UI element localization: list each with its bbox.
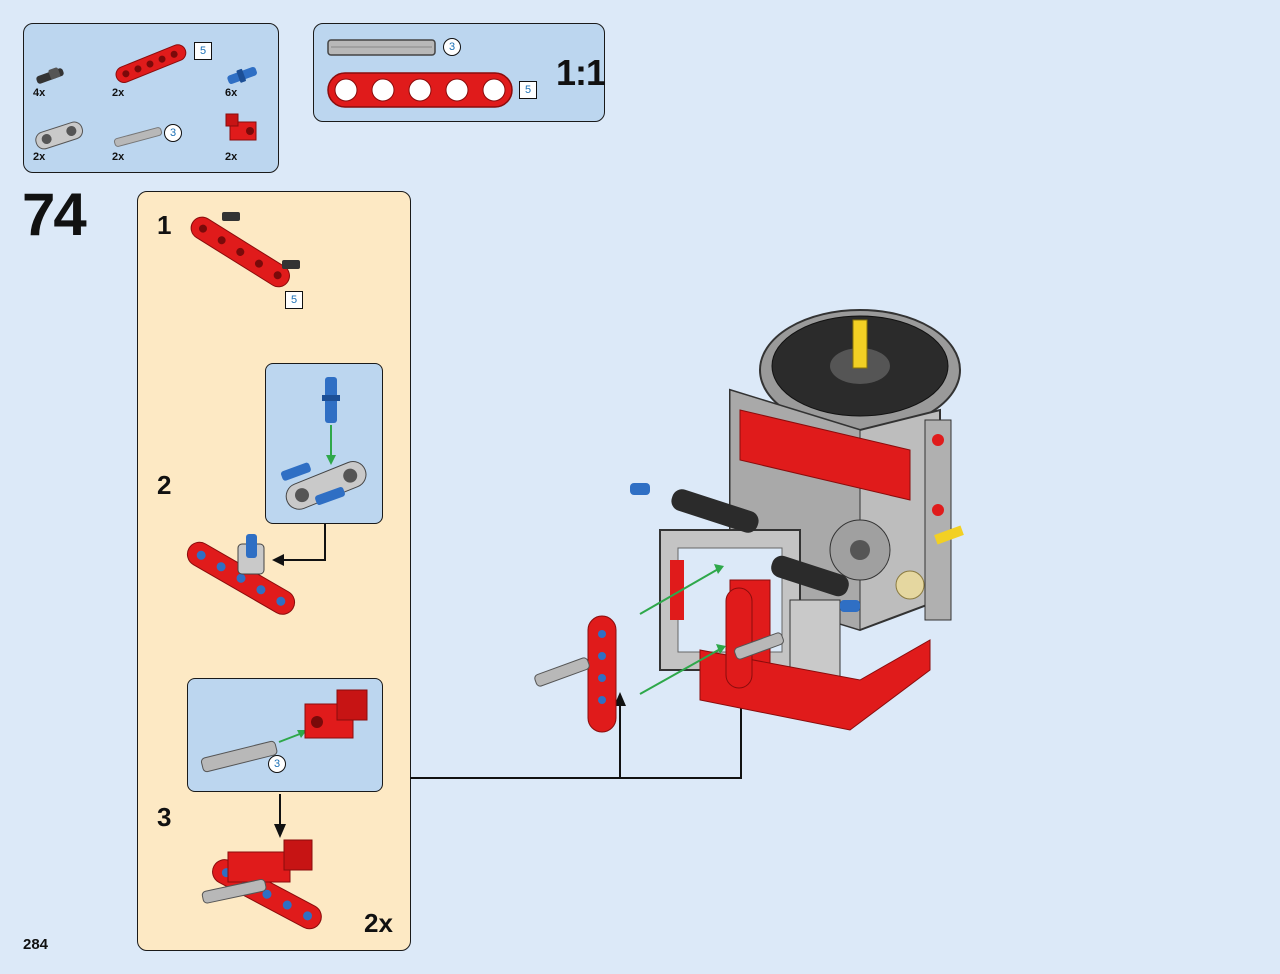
part-qty: 2x — [33, 151, 46, 163]
substep-2-callout-illustration — [280, 377, 367, 510]
substep-1-beam-illustration — [190, 212, 300, 288]
substep-3-assembly-illustration — [201, 839, 322, 930]
multiplier-label: 2x — [364, 908, 393, 938]
gray-axle-scale-icon — [327, 39, 436, 56]
part-qty: 4x — [33, 87, 46, 99]
beam-length-label: 5 — [519, 81, 537, 99]
substep-2-beam-illustration — [186, 534, 296, 615]
substep-3-arrow — [274, 794, 286, 838]
part-qty: 2x — [225, 151, 238, 163]
length-label: 5 — [194, 42, 212, 60]
red-beam-5-icon — [115, 44, 187, 83]
part-qty: 6x — [225, 87, 238, 99]
red-beam-scale-icon — [327, 72, 513, 108]
substep-number: 2 — [157, 470, 172, 500]
gray-connector-icon — [35, 121, 84, 150]
length-label: 3 — [268, 755, 286, 773]
scale-reference-panel: 3 5 — [313, 23, 605, 122]
part-qty: 2x — [112, 87, 125, 99]
gray-axle-3-icon — [113, 127, 163, 147]
red-axle-connector-icon — [225, 113, 257, 141]
subassembly-panel — [137, 191, 411, 951]
part-qty: 2x — [112, 151, 125, 163]
substep-3-callout-illustration — [200, 689, 368, 773]
scale-label: 1:1 — [556, 52, 606, 93]
page-number: 284 — [23, 936, 49, 953]
parts-list-panel: 4x 5 2x 6x 2x 3 2x — [23, 23, 279, 173]
axle-length-label: 3 — [443, 38, 461, 56]
substep-2-arrow — [272, 524, 326, 566]
blue-axle-pin-icon — [227, 66, 257, 84]
black-axle-pin-icon — [36, 67, 64, 84]
substep-number: 1 — [157, 210, 172, 240]
substep-number: 3 — [157, 802, 172, 832]
length-label: 5 — [285, 291, 303, 309]
main-assembly-illustration — [534, 309, 964, 733]
length-label: 3 — [164, 124, 182, 142]
step-number: 74 — [22, 181, 87, 248]
